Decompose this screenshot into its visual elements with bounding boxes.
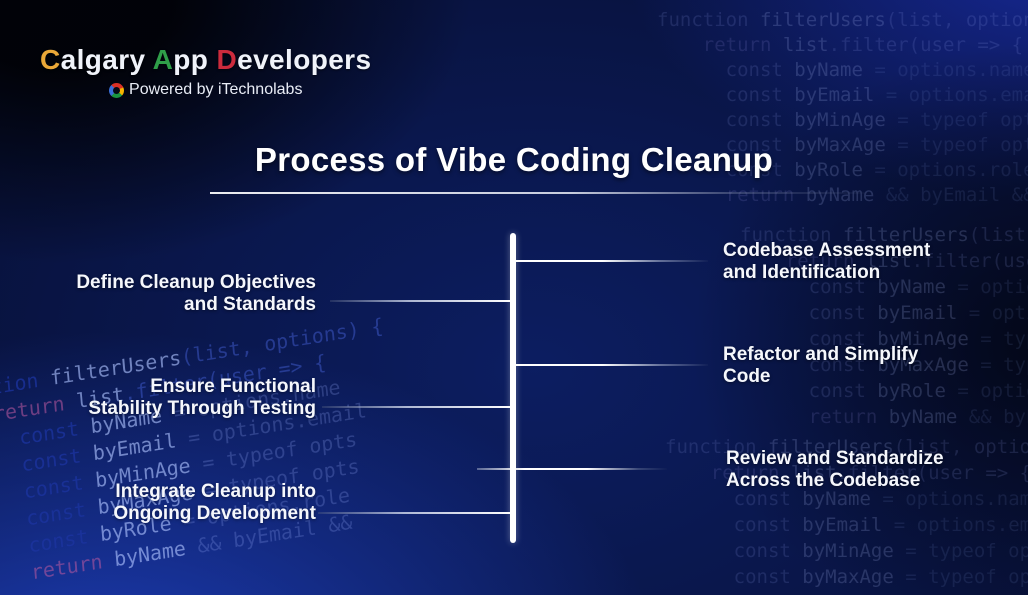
title-underline: [210, 192, 866, 194]
connector-right-3: [477, 468, 667, 470]
connector-right-1: [516, 260, 708, 262]
timeline-item-codebase-assessment: Codebase Assessment and Identification: [723, 240, 931, 283]
connector-left-1: [330, 300, 510, 302]
connector-left-3: [318, 512, 510, 514]
timeline-spine: [510, 233, 516, 543]
logo: Calgary App Developers Powered by iTechn…: [40, 44, 371, 99]
timeline-item-refactor-simplify: Refactor and Simplify Code: [723, 344, 919, 387]
powered-by-line: Powered by iTechnolabs: [40, 81, 371, 99]
timeline-item-define-objectives: Define Cleanup Objectives and Standards: [76, 272, 316, 315]
connector-right-2: [516, 364, 708, 366]
page-title: Process of Vibe Coding Cleanup: [254, 141, 774, 178]
itechnolabs-ring-icon: [109, 82, 125, 98]
timeline-item-integrate-cleanup: Integrate Cleanup into Ongoing Developme…: [113, 481, 316, 524]
connector-left-2: [322, 406, 510, 408]
logo-wordmark: Calgary App Developers: [40, 44, 372, 75]
background-code-block-rotated-left: function filterUsers(list, options) { re…: [0, 313, 385, 585]
powered-by-text: Powered by iTechnolabs: [129, 81, 303, 98]
timeline-item-functional-stability: Ensure Functional Stability Through Test…: [88, 376, 316, 419]
timeline-item-review-standardize: Review and Standardize Across the Codeba…: [726, 448, 944, 491]
